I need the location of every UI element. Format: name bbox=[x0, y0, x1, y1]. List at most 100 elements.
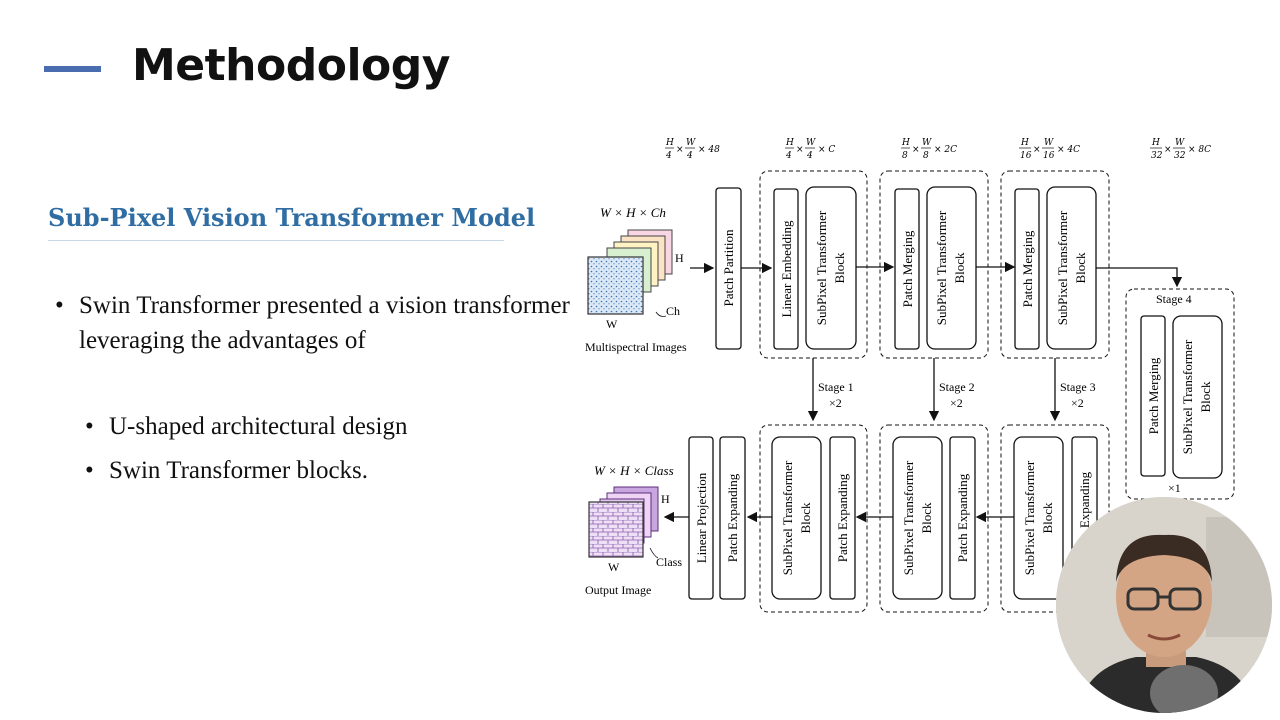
svg-text:Stage 2: Stage 2 bbox=[939, 380, 975, 394]
svg-text:Patch Expanding: Patch Expanding bbox=[955, 473, 970, 562]
stage2-decoder: SubPixel Transformer Block Patch Expandi… bbox=[879, 424, 989, 613]
svg-text:16: 16 bbox=[1043, 151, 1055, 161]
sub-bullet-item: • U-shaped architectural design bbox=[85, 409, 408, 444]
svg-text:4: 4 bbox=[686, 151, 693, 161]
stage3-encoder: Patch Merging SubPixel Transformer Block bbox=[1000, 170, 1110, 359]
svg-text:SubPixel Transformer: SubPixel Transformer bbox=[1055, 210, 1070, 325]
svg-text:H: H bbox=[1151, 138, 1160, 148]
svg-text:W: W bbox=[806, 138, 816, 148]
output-class-label: Class bbox=[656, 555, 682, 569]
svg-text:× 2C: × 2C bbox=[934, 145, 957, 155]
svg-text:Block: Block bbox=[1073, 252, 1088, 284]
svg-text:H: H bbox=[1020, 138, 1029, 148]
svg-text:16: 16 bbox=[1020, 151, 1032, 161]
svg-text:Patch Partition: Patch Partition bbox=[721, 229, 736, 306]
svg-text:Block: Block bbox=[832, 252, 847, 284]
output-h-label: H bbox=[661, 492, 670, 506]
svg-text:× C: × C bbox=[818, 145, 835, 155]
svg-text:× 48: × 48 bbox=[698, 145, 720, 155]
svg-text:8: 8 bbox=[902, 151, 908, 161]
section-subtitle: Sub-Pixel Vision Transformer Model bbox=[48, 203, 536, 232]
flow-arrow bbox=[1096, 267, 1183, 288]
svg-text:×: × bbox=[1164, 145, 1172, 155]
svg-text:H: H bbox=[901, 138, 910, 148]
svg-text:Block: Block bbox=[952, 252, 967, 284]
dimension-label: H 32 × W 32 × 8C bbox=[1150, 138, 1211, 161]
linear-embedding-label: Linear Embedding bbox=[779, 220, 794, 318]
input-w-label: W bbox=[606, 317, 618, 331]
stage1-encoder: Linear Embedding SubPixel Transformer Bl… bbox=[759, 170, 868, 359]
skip-connection-stage1: Stage 1 ×2 bbox=[807, 358, 854, 422]
svg-text:Block: Block bbox=[1040, 502, 1055, 534]
patch-partition-block: Patch Partition bbox=[715, 187, 742, 350]
output-caption: Output Image bbox=[585, 583, 651, 597]
stage1-decoder: SubPixel Transformer Block Patch Expandi… bbox=[759, 424, 868, 613]
bullet-item: • Swin Transformer presented a vision tr… bbox=[55, 288, 575, 358]
dimension-label: H 4 × W 4 × 48 bbox=[665, 138, 720, 161]
page-title: Methodology bbox=[132, 40, 450, 91]
svg-text:4: 4 bbox=[785, 151, 792, 161]
linear-projection-block: Linear Projection bbox=[688, 436, 714, 600]
svg-text:SubPixel Transformer: SubPixel Transformer bbox=[1022, 460, 1037, 575]
stage2-encoder: Patch Merging SubPixel Transformer Block bbox=[879, 170, 989, 359]
bullet-text: Swin Transformer presented a vision tran… bbox=[79, 292, 570, 354]
svg-text:SubPixel Transformer: SubPixel Transformer bbox=[1180, 339, 1195, 454]
svg-text:×: × bbox=[912, 145, 920, 155]
output-image-stack: W × H × Class H W Class Output Image bbox=[585, 463, 682, 597]
svg-text:W: W bbox=[1175, 138, 1185, 148]
svg-text:4: 4 bbox=[665, 151, 672, 161]
svg-text:SubPixel Transformer: SubPixel Transformer bbox=[934, 210, 949, 325]
svg-text:Patch Expanding: Patch Expanding bbox=[835, 473, 850, 562]
svg-text:Patch Merging: Patch Merging bbox=[1146, 357, 1161, 434]
dimension-label: H 4 × W 4 × C bbox=[785, 138, 835, 161]
bullet-marker: • bbox=[85, 413, 94, 440]
svg-text:× 8C: × 8C bbox=[1188, 145, 1211, 155]
skip-connection-stage2: Stage 2 ×2 bbox=[928, 358, 975, 422]
svg-text:32: 32 bbox=[1174, 151, 1186, 161]
svg-text:H: H bbox=[665, 138, 674, 148]
svg-text:8: 8 bbox=[923, 151, 929, 161]
svg-text:Patch Expanding: Patch Expanding bbox=[725, 473, 740, 562]
input-ch-label: Ch bbox=[666, 304, 680, 318]
svg-text:H: H bbox=[785, 138, 794, 148]
stage4-bottleneck: Stage 4 Patch Merging SubPixel Transform… bbox=[1125, 288, 1235, 500]
subpixel-block-label: SubPixel Transformer bbox=[814, 210, 829, 325]
input-h-label: H bbox=[675, 251, 684, 265]
input-image-stack: W × H × Ch H W Ch Multispectral Images bbox=[585, 205, 687, 354]
svg-text:Stage 3: Stage 3 bbox=[1060, 380, 1096, 394]
svg-text:×: × bbox=[796, 145, 804, 155]
presenter-webcam bbox=[1056, 497, 1272, 713]
subtitle-divider bbox=[48, 240, 504, 241]
svg-text:Stage 1: Stage 1 bbox=[818, 380, 854, 394]
svg-text:SubPixel Transformer: SubPixel Transformer bbox=[901, 460, 916, 575]
svg-text:Patch Merging: Patch Merging bbox=[1020, 230, 1035, 307]
svg-text:×2: ×2 bbox=[950, 396, 963, 410]
presenter-avatar bbox=[1056, 497, 1272, 713]
bullet-marker: • bbox=[85, 457, 94, 484]
svg-text:Expanding: Expanding bbox=[1077, 471, 1092, 528]
svg-text:Block: Block bbox=[919, 502, 934, 534]
title-accent-bar bbox=[44, 66, 101, 72]
svg-text:Block: Block bbox=[1198, 381, 1213, 413]
svg-text:×: × bbox=[676, 145, 684, 155]
svg-text:Block: Block bbox=[798, 502, 813, 534]
output-dims-label: W × H × Class bbox=[594, 463, 674, 478]
skip-connection-stage3: Stage 3 ×2 bbox=[1049, 358, 1096, 422]
svg-text:SubPixel Transformer: SubPixel Transformer bbox=[780, 460, 795, 575]
svg-text:×2: ×2 bbox=[829, 396, 842, 410]
input-dims-label: W × H × Ch bbox=[600, 205, 666, 220]
svg-text:32: 32 bbox=[1151, 151, 1163, 161]
bullet-marker: • bbox=[55, 292, 64, 319]
sub-bullet-item: • Swin Transformer blocks. bbox=[85, 453, 368, 488]
svg-text:4: 4 bbox=[806, 151, 813, 161]
svg-text:W: W bbox=[686, 138, 696, 148]
stage4-label: Stage 4 bbox=[1156, 292, 1192, 306]
dimension-label: H 16 × W 16 × 4C bbox=[1019, 138, 1080, 161]
svg-text:×: × bbox=[1033, 145, 1041, 155]
svg-text:Patch Merging: Patch Merging bbox=[900, 230, 915, 307]
svg-text:Linear Projection: Linear Projection bbox=[694, 472, 709, 563]
dimension-label: H 8 × W 8 × 2C bbox=[901, 138, 957, 161]
svg-text:× 4C: × 4C bbox=[1057, 145, 1080, 155]
repeat-label: ×1 bbox=[1168, 481, 1181, 495]
